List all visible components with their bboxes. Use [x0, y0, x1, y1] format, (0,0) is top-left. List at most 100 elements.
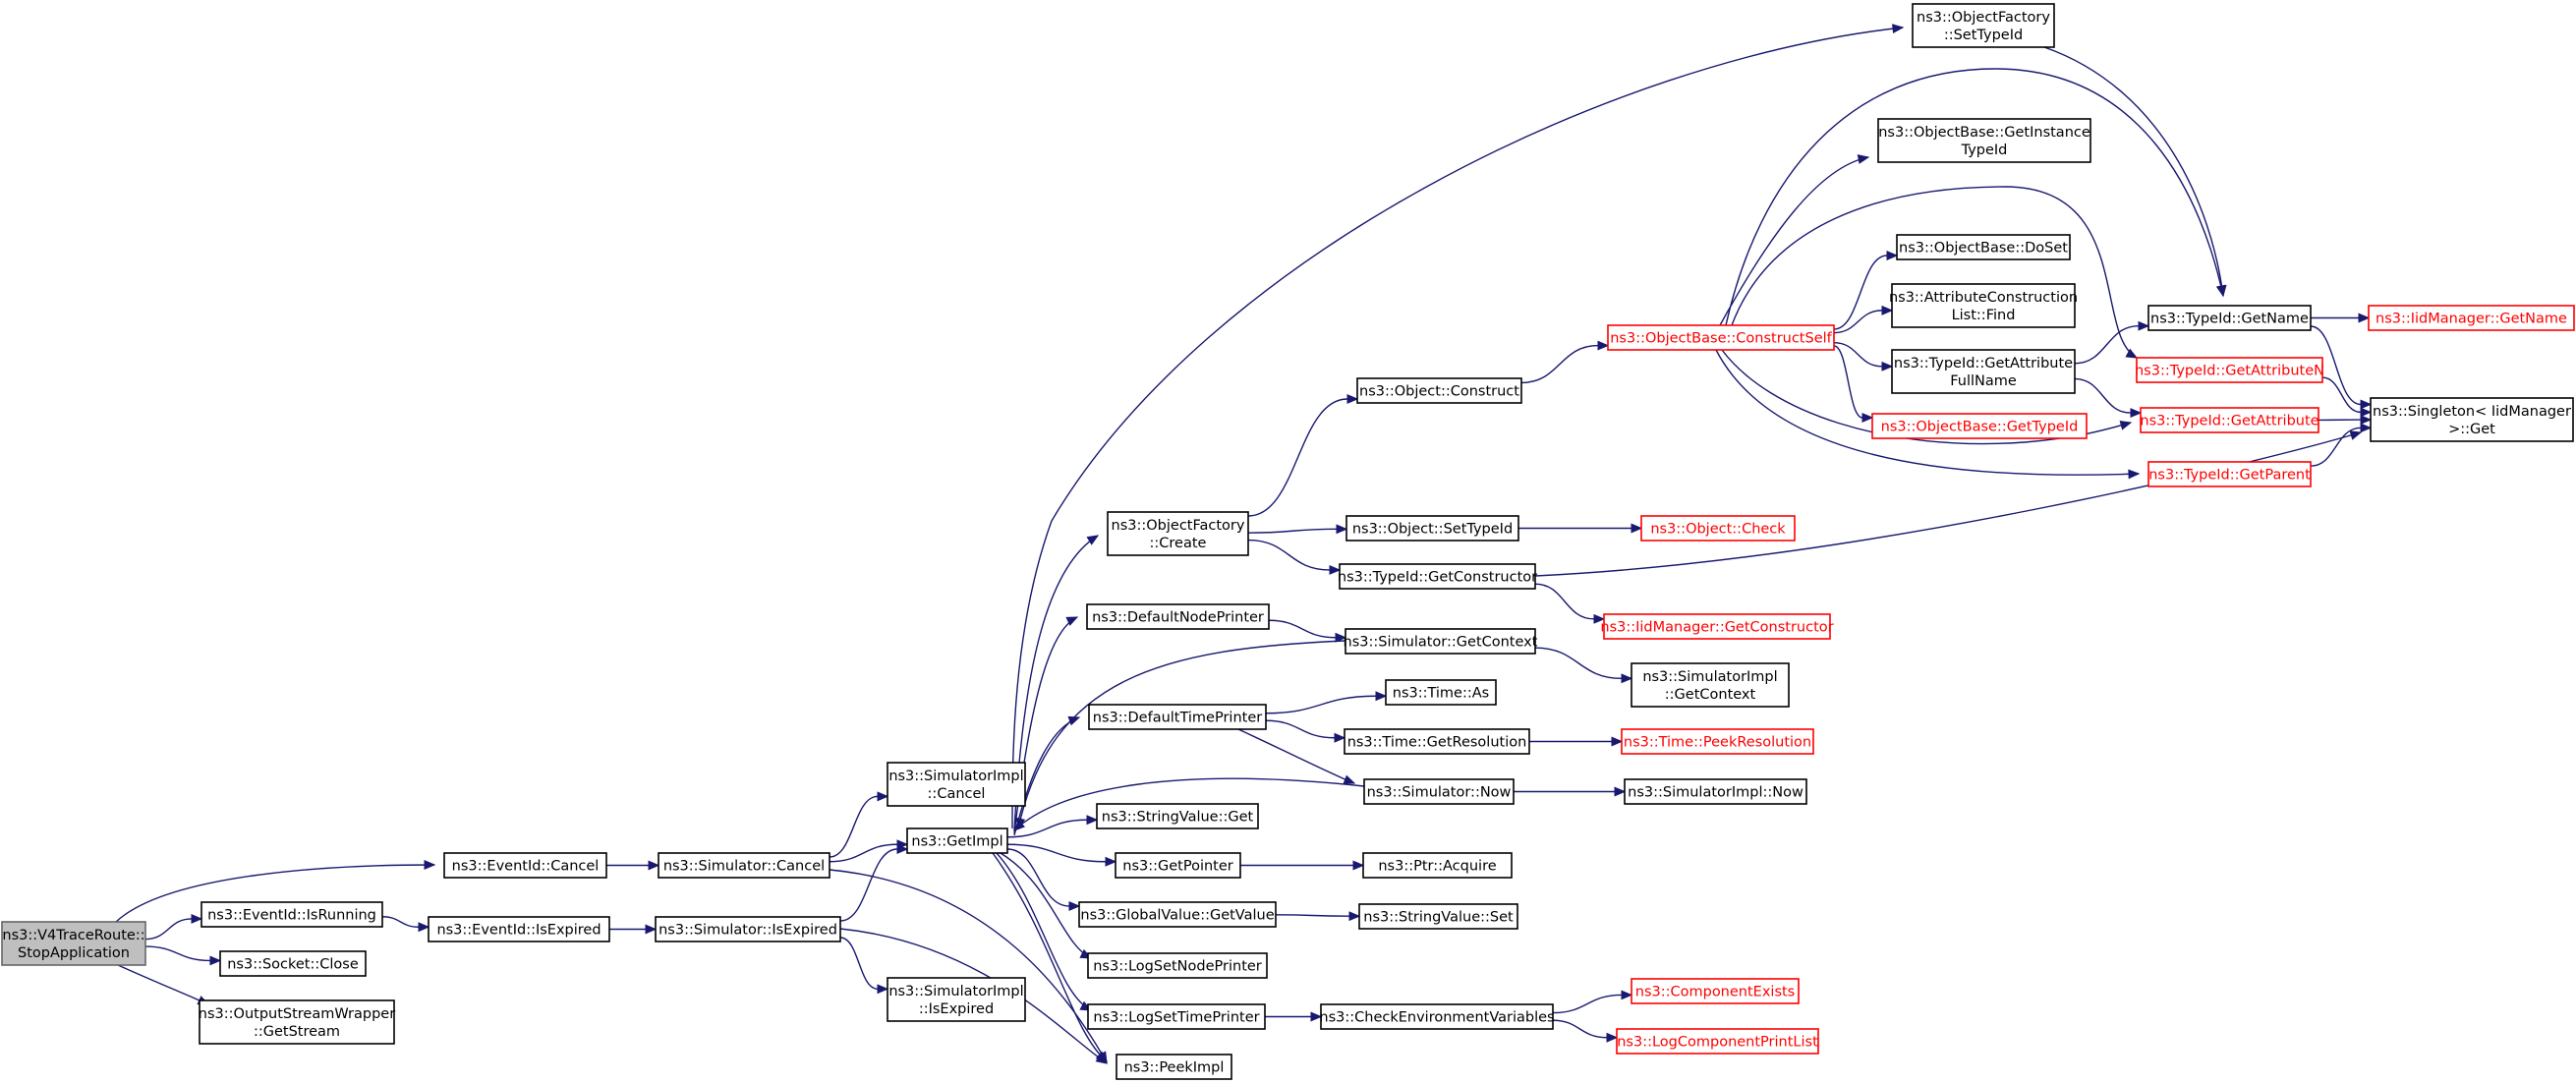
- node-time-getresolution[interactable]: ns3::Time::GetResolution: [1344, 728, 1530, 755]
- edge-getimpl-to-globalvalue-getvalue-arrowhead: [1068, 901, 1081, 911]
- node-iidmanager-getconstructor[interactable]: ns3::IidManager::GetConstructor: [1600, 613, 1834, 640]
- node-socket-close[interactable]: ns3::Socket::Close: [219, 950, 367, 977]
- edge-sim-getcontext-to-getimpl-line: [1017, 640, 1346, 829]
- node-object-check[interactable]: ns3::Object::Check: [1640, 515, 1796, 542]
- node-defaulttimeprinter[interactable]: ns3::DefaultTimePrinter: [1088, 704, 1267, 730]
- node-simimpl-getcontext-label-line-1: ::GetContext: [1665, 687, 1756, 703]
- node-typeid-getparent-box: [2147, 461, 2312, 487]
- node-typeid-getconstructor[interactable]: ns3::TypeId::GetConstructor: [1338, 563, 1537, 590]
- edge-objbase-constructself-to-objbase-doset: [1833, 251, 1899, 330]
- node-simimpl-now[interactable]: ns3::SimulatorImpl::Now: [1624, 778, 1807, 805]
- edge-typeid-getattributefullname-to-typeid-getattribute-line: [2074, 377, 2132, 414]
- node-typeid-getname[interactable]: ns3::TypeId::GetName: [2147, 305, 2312, 331]
- node-ptr-acquire[interactable]: ns3::Ptr::Acquire: [1362, 852, 1513, 879]
- edge-typeid-getattributefullname-to-typeid-getattribute-arrowhead: [2130, 408, 2143, 419]
- node-object-settypeid[interactable]: ns3::Object::SetTypeId: [1345, 515, 1519, 542]
- edge-defaulttimeprinter-to-time-getresolution-arrowhead: [1334, 732, 1346, 743]
- node-root[interactable]: ns3::V4TraceRoute::StopApplication: [1, 921, 146, 966]
- node-typeid-getname-box: [2147, 305, 2312, 331]
- node-peekimpl-label-line-0: ns3::PeekImpl: [1124, 1060, 1225, 1076]
- edge-objfactory-create-to-object-settypeid-line: [1247, 528, 1338, 534]
- edge-sim-now-to-simimpl-now-arrowhead: [1614, 786, 1627, 797]
- node-objbase-constructself-label-line-0: ns3::ObjectBase::ConstructSelf: [1610, 331, 1832, 347]
- node-object-construct[interactable]: ns3::Object::Construct: [1356, 377, 1522, 404]
- node-simimpl-isexpired[interactable]: ns3::SimulatorImpl::IsExpired: [887, 977, 1026, 1022]
- node-typeid-getattribute[interactable]: ns3::TypeId::GetAttribute: [2140, 407, 2319, 433]
- node-logsettimeprinter-label-line-0: ns3::LogSetTimePrinter: [1093, 1010, 1259, 1026]
- node-typeid-getattribute-box: [2140, 407, 2319, 433]
- edge-objfactory-create-to-object-construct-line: [1247, 398, 1348, 517]
- node-globalvalue-getvalue[interactable]: ns3::GlobalValue::GetValue: [1078, 901, 1277, 928]
- node-iidmanager-getname[interactable]: ns3::IidManager::GetName: [2368, 305, 2575, 331]
- edge-objbase-constructself-to-typeid-getattributefullname: [1833, 341, 1894, 371]
- node-ev-isrunning[interactable]: ns3::EventId::IsRunning: [200, 901, 383, 928]
- edge-objbase-constructself-to-typeid-getattributefullname-arrowhead: [1881, 361, 1894, 371]
- node-objfactory-settypeid[interactable]: ns3::ObjectFactory::SetTypeId: [1912, 3, 2055, 48]
- edge-objbase-constructself-to-objbase-gettypeid-arrowhead: [1861, 413, 1874, 423]
- node-sim-cancel[interactable]: ns3::Simulator::Cancel: [658, 852, 830, 879]
- node-getimpl[interactable]: ns3::GetImpl: [906, 827, 1008, 854]
- node-time-peekresolution-box: [1621, 728, 1814, 755]
- edge-objbase-constructself-to-objbase-doset-line: [1833, 255, 1888, 330]
- node-simimpl-getcontext-label-line-0: ns3::SimulatorImpl: [1642, 669, 1777, 685]
- node-logsettimeprinter[interactable]: ns3::LogSetTimePrinter: [1087, 1003, 1266, 1030]
- edge-sim-now-to-getimpl: [1013, 777, 1365, 831]
- node-object-construct-label-line-0: ns3::Object::Construct: [1359, 384, 1519, 400]
- edge-globalvalue-getvalue-to-stringvalue-set: [1275, 911, 1361, 922]
- node-objfactory-settypeid-label-line-0: ns3::ObjectFactory: [1917, 10, 2050, 26]
- node-objbase-doset[interactable]: ns3::ObjectBase::DoSet: [1896, 234, 2071, 260]
- edge-getimpl-to-globalvalue-getvalue-line: [1006, 848, 1070, 907]
- edge-getimpl-to-stringvalue-get-arrowhead: [1086, 815, 1099, 826]
- node-sim-isexpired[interactable]: ns3::Simulator::IsExpired: [655, 916, 841, 942]
- node-object-settypeid-label-line-0: ns3::Object::SetTypeId: [1352, 522, 1513, 538]
- node-sim-getcontext-box: [1345, 628, 1536, 655]
- edge-sim-getcontext-to-simimpl-getcontext-arrowhead: [1621, 673, 1633, 684]
- node-componentexists[interactable]: ns3::ComponentExists: [1631, 978, 1800, 1004]
- node-time-as[interactable]: ns3::Time::As: [1385, 679, 1497, 706]
- node-simimpl-isexpired-box: [887, 977, 1026, 1022]
- node-peekimpl[interactable]: ns3::PeekImpl: [1116, 1054, 1232, 1080]
- node-objbase-constructself-box: [1607, 324, 1835, 351]
- node-simimpl-cancel[interactable]: ns3::SimulatorImpl::Cancel: [887, 762, 1026, 807]
- node-ev-isexpired[interactable]: ns3::EventId::IsExpired: [428, 916, 610, 942]
- node-logcomponentprintlist[interactable]: ns3::LogComponentPrintList: [1616, 1028, 1819, 1055]
- node-sim-now[interactable]: ns3::Simulator::Now: [1363, 778, 1515, 805]
- node-logsetnodeprinter[interactable]: ns3::LogSetNodePrinter: [1087, 952, 1268, 979]
- node-simimpl-getcontext[interactable]: ns3::SimulatorImpl::GetContext: [1631, 662, 1790, 708]
- node-checkenvvars[interactable]: ns3::CheckEnvironmentVariables: [1319, 1003, 1555, 1030]
- node-stringvalue-set[interactable]: ns3::StringValue::Set: [1358, 903, 1518, 930]
- node-defaultnodeprinter[interactable]: ns3::DefaultNodePrinter: [1086, 603, 1270, 630]
- node-objbase-gettypeid[interactable]: ns3::ObjectBase::GetTypeId: [1871, 413, 2088, 439]
- edge-objbase-constructself-to-typeid-getname-arrowhead: [2215, 284, 2226, 298]
- node-stringvalue-get[interactable]: ns3::StringValue::Get: [1096, 803, 1259, 829]
- node-objbase-constructself[interactable]: ns3::ObjectBase::ConstructSelf: [1607, 324, 1835, 351]
- edge-root-to-ev-cancel: [115, 860, 436, 923]
- edge-defaulttimeprinter-to-time-getresolution: [1265, 719, 1346, 743]
- edge-objbase-constructself-to-typeid-getparent-arrowhead: [2128, 469, 2141, 480]
- node-typeid-getattributen[interactable]: ns3::TypeId::GetAttributeN: [2135, 357, 2324, 383]
- node-typeid-getattributefullname-box: [1891, 349, 2076, 394]
- edge-getimpl-to-objfactory-settypeid: [1011, 24, 1905, 829]
- edge-objbase-constructself-to-typeid-getattributefullname-line: [1833, 341, 1883, 368]
- node-osw-getstream[interactable]: ns3::OutputStreamWrapper::GetStream: [199, 999, 395, 1045]
- node-typeid-getparent[interactable]: ns3::TypeId::GetParent: [2147, 461, 2312, 487]
- node-logsetnodeprinter-label-line-0: ns3::LogSetNodePrinter: [1093, 959, 1262, 975]
- node-time-peekresolution[interactable]: ns3::Time::PeekResolution: [1621, 728, 1814, 755]
- edge-typeid-getattributefullname-to-typeid-getname-line: [2074, 324, 2140, 365]
- edge-getimpl-to-objfactory-settypeid-line: [1011, 27, 1904, 829]
- node-simimpl-getcontext-box: [1631, 662, 1790, 708]
- node-getpointer[interactable]: ns3::GetPointer: [1115, 852, 1241, 879]
- edge-sim-cancel-to-simimpl-cancel-line: [829, 795, 879, 858]
- node-objfactory-create[interactable]: ns3::ObjectFactory::Create: [1107, 511, 1249, 556]
- node-ev-cancel[interactable]: ns3::EventId::Cancel: [443, 852, 607, 879]
- edge-layer: [115, 24, 2373, 1064]
- node-singleton-get[interactable]: ns3::Singleton< IidManager >::Get: [2370, 397, 2574, 442]
- edge-root-to-socket-close-arrowhead: [209, 955, 222, 966]
- node-typeid-getattributefullname-label-line-0: ns3::TypeId::GetAttribute: [1894, 356, 2073, 371]
- edge-getimpl-to-defaultnodeprinter-arrowhead: [1065, 616, 1079, 626]
- edge-root-to-osw-getstream-line: [117, 964, 209, 1005]
- node-sim-getcontext[interactable]: ns3::Simulator::GetContext: [1344, 628, 1538, 655]
